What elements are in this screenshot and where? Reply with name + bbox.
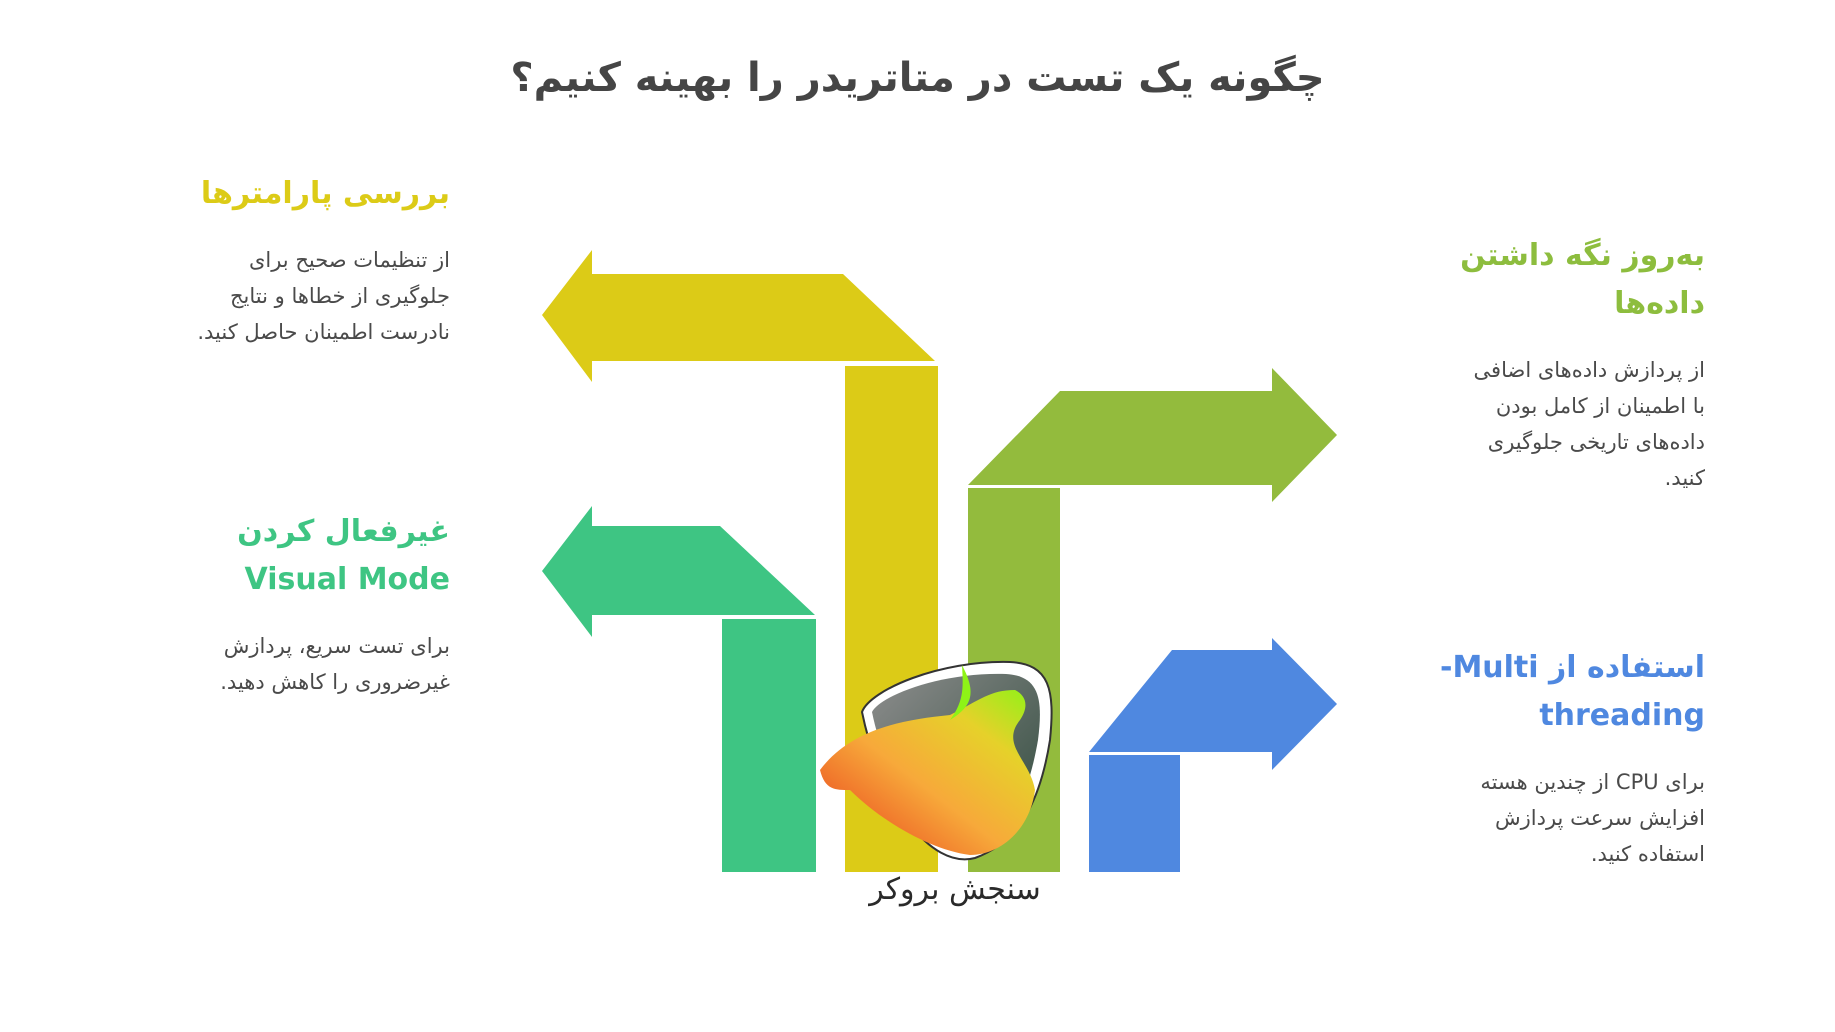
- item-heading-line: داده‌ها: [1614, 286, 1705, 321]
- item-body-line: افزایش سرعت پردازش: [1495, 806, 1705, 830]
- item-heading-line: استفاده از Multi-: [1439, 650, 1705, 685]
- item-body-line: غیرضروری را کاهش دهید.: [220, 670, 450, 694]
- item-heading-line: threading: [1539, 698, 1705, 733]
- bull-bear-shield-logo: [820, 660, 1053, 861]
- item-body-line: برای CPU از چندین هسته: [1480, 770, 1705, 794]
- item-body-line: استفاده کنید.: [1590, 842, 1705, 866]
- item-body-line: جلوگیری از خطاها و نتایج: [229, 284, 450, 308]
- item-keep-data-updated: به‌روز نگه داشتن داده‌ها از پردازش داده‌…: [1405, 232, 1705, 496]
- teal-arrow: [542, 506, 816, 872]
- item-use-multithreading: استفاده از Multi- threading برای CPU از …: [1405, 644, 1705, 872]
- item-disable-visual-mode: غیرفعال کردن Visual Mode برای تست سریع، …: [120, 508, 450, 700]
- item-body-line: برای تست سریع، پردازش: [223, 634, 450, 658]
- item-body-line: از تنظیمات صحیح برای: [248, 248, 450, 272]
- item-heading-line: غیرفعال کردن: [237, 514, 450, 549]
- item-body-line: با اطمینان از کامل بودن: [1495, 394, 1705, 418]
- item-heading-line: به‌روز نگه داشتن: [1460, 238, 1705, 273]
- logo-text: سنجش بروکر: [869, 872, 1041, 907]
- item-body-line: نادرست اطمینان حاصل کنید.: [197, 320, 450, 344]
- item-heading: بررسی پارامترها: [200, 176, 450, 211]
- blue-arrow: [1089, 638, 1337, 872]
- item-body-line: کنید.: [1664, 466, 1705, 490]
- item-body-line: از پردازش داده‌های اضافی: [1473, 358, 1705, 382]
- item-heading-line: Visual Mode: [244, 562, 450, 597]
- item-body-line: داده‌های تاریخی جلوگیری: [1487, 430, 1705, 454]
- page-title: چگونه یک تست در متاتریدر را بهینه کنیم؟: [510, 55, 1325, 101]
- item-check-parameters: بررسی پارامترها از تنظیمات صحیح برای جلو…: [130, 170, 450, 350]
